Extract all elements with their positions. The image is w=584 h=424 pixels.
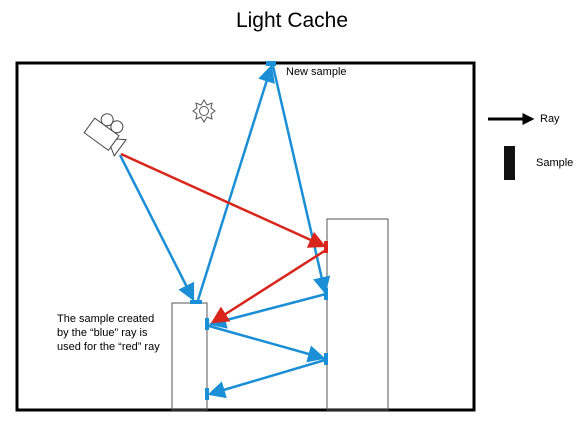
sample-marker-red [324,241,328,253]
note-line-1: The sample created [57,313,154,325]
legend-ray-label: Ray [540,113,560,125]
blue-ray-camera-to-left-box [118,154,195,302]
sample-marker-left-top [190,300,202,304]
blue-ray-right-box-to-left-box-bottom [207,358,326,399]
camera-icon [83,113,127,157]
red-ray-right-box-to-left-box [210,248,327,324]
sample-marker-right-1 [324,288,328,300]
diagram-title: Light Cache [235,9,349,32]
legend-sample-label: Sample [536,157,573,169]
blue-ray-right-box-to-left-box [208,292,327,329]
blue-ray-left-box-to-new-sample [196,64,275,301]
right-box [326,218,389,411]
blue-ray-new-sample-to-right-box [271,65,331,295]
legend-sample-swatch [504,146,515,180]
new-sample-label: New sample [286,66,347,78]
sample-marker-left-mid [205,318,209,330]
note-line-3: used for the “red” ray [57,341,160,353]
light-source-icon [192,99,216,123]
blue-ray-left-box-to-right-box [208,324,326,363]
red-ray-camera-to-right-box [120,152,327,248]
left-box [171,302,208,411]
note-line-2: by the “blue” ray is [57,327,148,339]
sample-marker-left-bottom [205,388,209,400]
sample-marker-new [266,61,276,66]
room-walls [15,61,476,412]
sample-marker-right-2 [324,353,328,365]
